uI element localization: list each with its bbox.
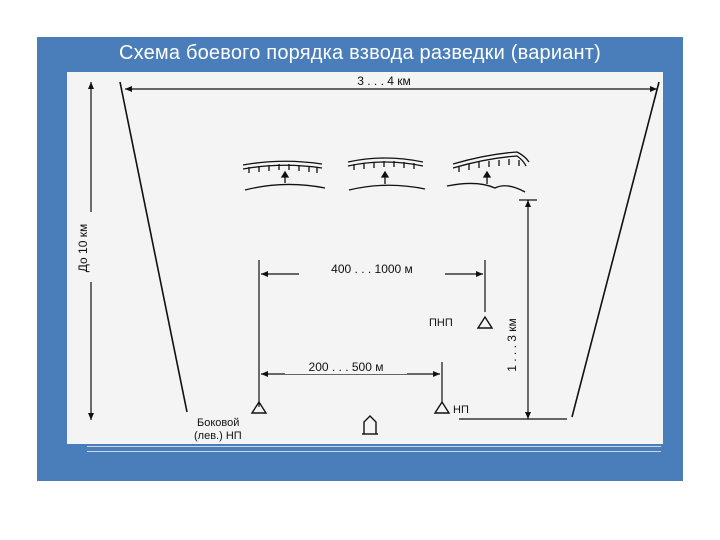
reconnaissance-scheme-diagram: 3 . . . 4 км До 10 км [75,74,660,442]
enemy-position-right [446,151,530,193]
pnp-depth-label: 1 . . . 3 км [505,318,519,372]
pnp-triangle-icon [476,315,494,329]
width-label: 3 . . . 4 км [357,74,411,88]
slide-divider-line [87,446,661,452]
depth-label: До 10 км [76,224,90,272]
side-np-label-line1: Боковой [197,417,239,429]
platoon-unit-icon [362,415,378,435]
np-label: НП [453,404,469,416]
side-np-label-line2: (лев.) НП [194,430,242,442]
left-boundary-line [119,81,188,413]
enemy-position-center [347,157,426,191]
right-boundary-line [571,81,660,418]
spacing-near-label: 200 . . . 500 м [309,360,384,374]
spacing-far-label: 400 . . . 1000 м [331,262,413,276]
diagram-image-area [67,72,663,444]
side-np-triangle-icon [250,400,268,414]
pnp-label: ПНП [429,317,453,329]
np-triangle-icon [433,400,451,414]
slide-title: Схема боевого порядка взвода разведки (в… [118,42,602,64]
enemy-position-left [242,160,326,191]
